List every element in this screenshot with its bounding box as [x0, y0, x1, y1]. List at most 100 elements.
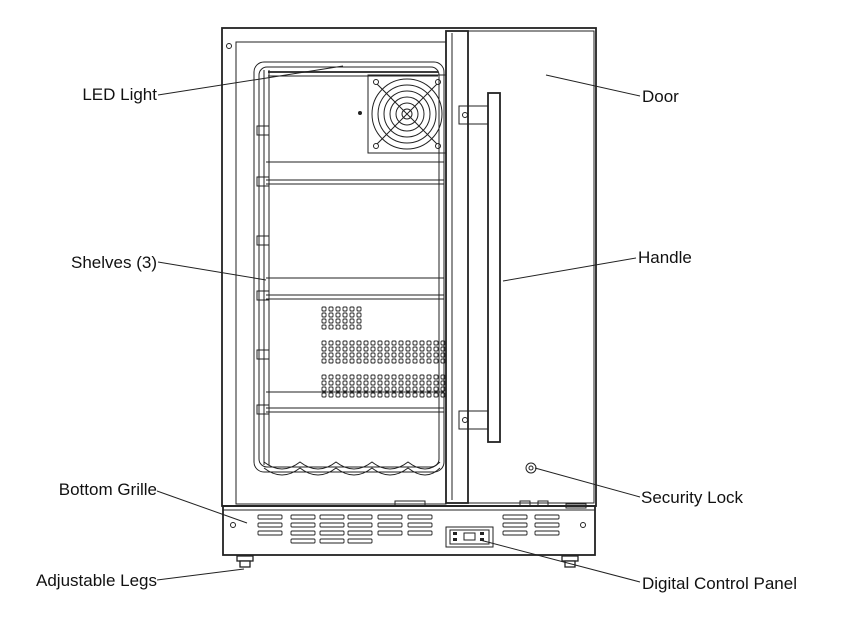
- vent-slot: [342, 306, 348, 312]
- vent-slot: [398, 380, 404, 386]
- vent-slot: [356, 374, 362, 380]
- vent-slot: [349, 386, 355, 392]
- vent-slot: [384, 352, 390, 358]
- vent-slot: [349, 312, 355, 318]
- vent-slot: [342, 346, 348, 352]
- vent-slot: [319, 514, 345, 520]
- vent-slot: [384, 358, 390, 364]
- vent-slot: [377, 346, 383, 352]
- vent-slot: [405, 346, 411, 352]
- vent-slot: [321, 324, 327, 330]
- door: [445, 30, 595, 504]
- vent-slot: [391, 352, 397, 358]
- vent-slot: [356, 386, 362, 392]
- vent-slot: [502, 530, 528, 536]
- vent-slot: [342, 352, 348, 358]
- vent-slot: [321, 352, 327, 358]
- vent-slot: [363, 358, 369, 364]
- vent-slot: [321, 374, 327, 380]
- control-panel-icon: [445, 526, 494, 548]
- vent-slot: [440, 380, 446, 386]
- vent-slot: [391, 346, 397, 352]
- vent-slot: [384, 340, 390, 346]
- vent-slot: [342, 392, 348, 398]
- vent-slot: [433, 352, 439, 358]
- vent-slot: [335, 324, 341, 330]
- vent-slot: [342, 312, 348, 318]
- label-bottom-grille: Bottom Grille: [59, 480, 157, 499]
- vent-slot: [363, 392, 369, 398]
- vent-slot: [419, 374, 425, 380]
- vent-slot: [440, 352, 446, 358]
- vent-slot: [391, 380, 397, 386]
- vent-slot: [335, 380, 341, 386]
- vent-slot: [342, 340, 348, 346]
- adjustable-legs: [236, 555, 579, 568]
- vent-slot: [349, 358, 355, 364]
- vent-slot: [433, 374, 439, 380]
- vent-slot: [419, 352, 425, 358]
- label-adjustable-legs: Adjustable Legs: [36, 571, 157, 590]
- vent-slot: [321, 306, 327, 312]
- vent-slot: [347, 514, 373, 520]
- vent-slot: [335, 306, 341, 312]
- vent-slot: [328, 324, 334, 330]
- vent-slot: [319, 522, 345, 528]
- vent-slot: [342, 386, 348, 392]
- vent-slot: [335, 352, 341, 358]
- vent-slot: [407, 530, 433, 536]
- vent-slot: [349, 346, 355, 352]
- vent-slot: [290, 522, 316, 528]
- vent-slot: [426, 340, 432, 346]
- vent-slot: [377, 340, 383, 346]
- fan-icon: [358, 74, 447, 154]
- vent-slot: [321, 318, 327, 324]
- vent-slot: [412, 358, 418, 364]
- vent-slot: [349, 380, 355, 386]
- shelf-supports: [256, 125, 270, 360]
- vent-slot: [347, 522, 373, 528]
- vent-slot: [405, 340, 411, 346]
- vent-slot: [356, 380, 362, 386]
- leader-door: [545, 74, 641, 97]
- leader-shelves: [157, 261, 267, 281]
- vent-slot: [347, 530, 373, 536]
- vent-slot: [335, 392, 341, 398]
- vent-slot: [377, 530, 403, 536]
- vent-slot: [335, 346, 341, 352]
- shelf: [256, 277, 444, 301]
- vent-slot: [433, 380, 439, 386]
- vent-slot: [440, 374, 446, 380]
- vent-slot: [356, 318, 362, 324]
- vent-slot: [370, 340, 376, 346]
- vent-slot: [342, 324, 348, 330]
- vent-slot: [349, 306, 355, 312]
- vent-slot: [363, 346, 369, 352]
- vent-slot: [328, 346, 334, 352]
- label-door: Door: [642, 87, 679, 106]
- vent-slot: [342, 358, 348, 364]
- vent-slot: [257, 530, 283, 536]
- vent-slot: [407, 514, 433, 520]
- vent-slot: [321, 312, 327, 318]
- vent-slot: [419, 340, 425, 346]
- vent-slot: [328, 306, 334, 312]
- vent-slot: [426, 358, 432, 364]
- label-shelves: Shelves (3): [71, 253, 157, 272]
- vent-slot: [321, 340, 327, 346]
- vent-slot: [377, 374, 383, 380]
- interior: [253, 61, 445, 473]
- label-led-light: LED Light: [82, 85, 157, 104]
- vent-slot: [356, 340, 362, 346]
- vent-slot: [398, 346, 404, 352]
- vent-slot: [328, 352, 334, 358]
- vent-slot: [290, 530, 316, 536]
- vent-slot: [534, 514, 560, 520]
- vent-slot: [398, 352, 404, 358]
- vent-slot: [349, 352, 355, 358]
- bottle-rack: [263, 461, 441, 476]
- vent-slot: [391, 358, 397, 364]
- vent-slot: [335, 374, 341, 380]
- vent-slot: [349, 324, 355, 330]
- vent-slot: [412, 392, 418, 398]
